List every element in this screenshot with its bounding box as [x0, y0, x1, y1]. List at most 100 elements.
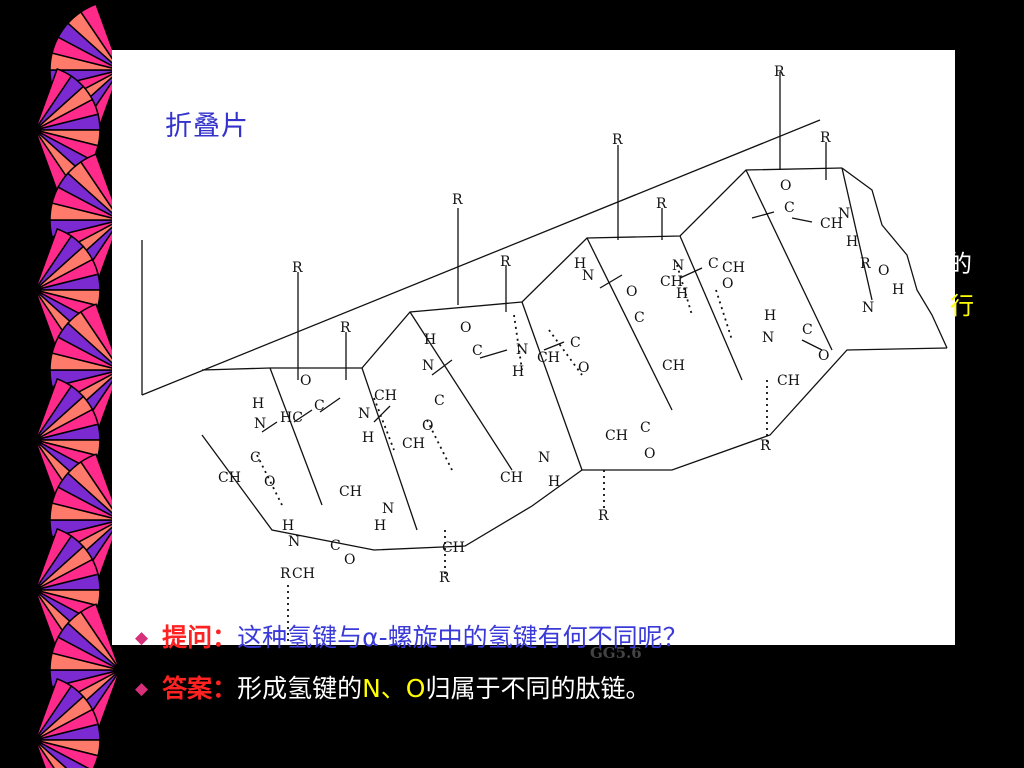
pleated-sheet-diagram: RRRRRRRRRRRRRHCCHCHCHCHCHCHCHCHCHCHCHCHC…: [141, 64, 948, 645]
atom-o: O: [460, 320, 471, 336]
atom-h: H: [846, 234, 858, 250]
atom-ch: CH: [662, 358, 685, 374]
side-chain-r: R: [598, 508, 609, 524]
bullet-diamond-icon: ◆: [135, 679, 149, 699]
atom-hc: HC: [280, 410, 303, 426]
atom-n: N: [422, 358, 434, 374]
atom-c: C: [330, 538, 341, 554]
atom-ch: CH: [339, 484, 362, 500]
side-chain-r: R: [340, 320, 351, 336]
atom-h: H: [764, 308, 776, 324]
bullet-diamond-icon: ◆: [135, 628, 149, 648]
atom-h: H: [548, 474, 560, 490]
atom-h: H: [282, 518, 294, 534]
atom-c: C: [640, 420, 651, 436]
bond-line: [679, 267, 703, 279]
hydrogen-bond: [373, 397, 395, 451]
bond-line: [745, 169, 833, 351]
atom-o: O: [300, 373, 311, 389]
bond-line: [479, 349, 508, 359]
atom-h: H: [676, 286, 688, 302]
atom-ch: CH: [500, 470, 523, 486]
atom-n: N: [516, 342, 528, 358]
diagram-panel: [112, 50, 955, 645]
edge-text-2: 行: [950, 292, 974, 320]
atom-ch: CH: [777, 373, 800, 389]
edge-text-1: 的: [948, 250, 972, 278]
atom-n: N: [582, 268, 594, 284]
bond-line: [679, 235, 743, 381]
atom-o: O: [878, 263, 889, 279]
atom-c: C: [314, 398, 325, 414]
atom-ch: CH: [537, 350, 560, 366]
atom-n: N: [862, 300, 874, 316]
side-chain-r: R: [656, 196, 667, 212]
side-chain-r: R: [820, 130, 831, 146]
atom-c: C: [570, 335, 581, 351]
answer-label: 答案：: [162, 674, 238, 703]
bond-line: [751, 211, 775, 219]
hydrogen-bond: [676, 264, 693, 316]
atom-o: O: [578, 360, 589, 376]
atom-o: O: [344, 552, 355, 568]
atom-n: N: [254, 416, 266, 432]
atom-ch: CH: [820, 216, 843, 232]
atom-h: H: [892, 282, 904, 298]
side-chain-r: R: [860, 256, 871, 272]
fan-segment: [34, 227, 101, 353]
bond-line: [801, 339, 823, 351]
atom-n: N: [358, 406, 370, 422]
atom-ch: CH: [660, 274, 683, 290]
bond-line: [293, 409, 313, 423]
atom-h: H: [374, 518, 386, 534]
decorative-fan-border: [34, 3, 121, 768]
atom-o: O: [264, 474, 275, 490]
bond-line: [791, 217, 813, 223]
side-chain-r: R: [439, 570, 450, 586]
question-text: 这种氢键与α-螺旋中的氢键有何不同呢？: [237, 623, 688, 652]
atom-h: H: [362, 430, 374, 446]
atom-c: C: [784, 200, 795, 216]
side-chain-r: R: [280, 566, 291, 582]
bond-line: [409, 311, 513, 471]
hydrogen-bond: [715, 289, 733, 341]
atom-ch: CH: [374, 388, 397, 404]
question-label: 提问：: [162, 623, 238, 652]
atom-c: C: [472, 343, 483, 359]
fan-segment: [34, 677, 101, 768]
side-chain-r: R: [612, 132, 623, 148]
atom-c: C: [434, 393, 445, 409]
bond-line: [361, 367, 418, 531]
atom-h: H: [512, 364, 524, 380]
atom-n: N: [288, 534, 300, 550]
bond-line: [261, 421, 278, 433]
bond-line: [521, 301, 583, 471]
side-chain-r: R: [292, 260, 303, 276]
atom-o: O: [626, 284, 637, 300]
atom-ch: CH: [605, 428, 628, 444]
bond-line: [841, 167, 873, 301]
atom-ch: CH: [218, 470, 241, 486]
bond-line: [599, 274, 623, 289]
bond-line: [269, 367, 323, 506]
side-chain-r: R: [760, 438, 771, 454]
atom-o: O: [780, 178, 791, 194]
atom-h: H: [252, 396, 264, 412]
atom-o: O: [722, 276, 733, 292]
sheet-torn-edge: [841, 167, 948, 349]
atom-n: N: [672, 258, 684, 274]
bond-line: [319, 397, 341, 413]
side-chain-r: R: [774, 64, 785, 80]
bond-line: [431, 359, 453, 376]
answer-row: ◆答案：形成氢键的N、O归属于不同的肽链。: [135, 669, 651, 705]
answer-text-post: 归属于不同的肽链。: [425, 674, 651, 703]
atom-o: O: [644, 446, 655, 462]
question-row: ◆ 提问：这种氢键与α-螺旋中的氢键有何不同呢？: [135, 618, 688, 654]
figure-label: GG5.6: [590, 644, 642, 662]
atom-h: H: [574, 256, 586, 272]
sheet-bottom-edge: [201, 347, 948, 551]
atom-c: C: [634, 310, 645, 326]
atom-n: N: [382, 501, 394, 517]
bond-line: [586, 237, 673, 411]
